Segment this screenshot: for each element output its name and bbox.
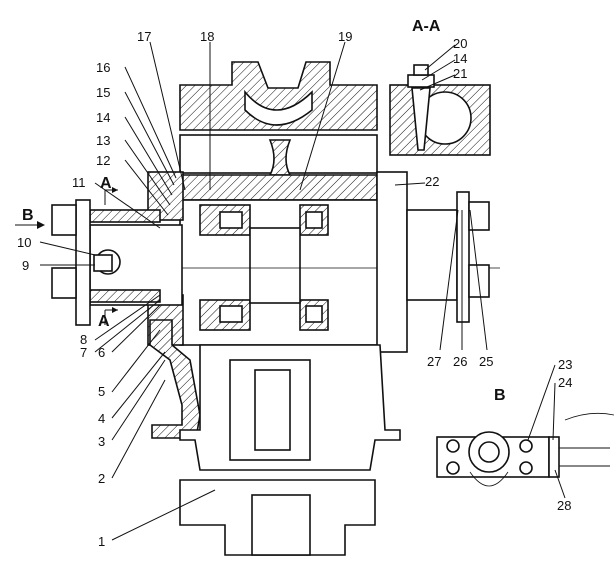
callout-28: 28 xyxy=(557,498,571,513)
section-a-a-title: А-А xyxy=(412,18,441,35)
callout-16: 16 xyxy=(96,60,110,75)
wheel-lower-section xyxy=(179,344,401,556)
callout-26: 26 xyxy=(453,354,467,369)
leader-lines xyxy=(39,41,566,541)
right-axle xyxy=(376,171,490,353)
callout-1: 1 xyxy=(98,534,105,549)
callout-7: 7 xyxy=(80,345,87,360)
callout-8: 8 xyxy=(80,332,87,347)
section-a-a-view xyxy=(389,64,491,156)
section-arrows xyxy=(15,187,118,325)
bearing-assembly xyxy=(179,199,500,346)
callout-22: 22 xyxy=(425,174,439,189)
callout-24: 24 xyxy=(558,375,572,390)
callout-21: 21 xyxy=(453,66,467,81)
callout-27: 27 xyxy=(427,354,441,369)
lower-bracket xyxy=(149,319,201,439)
callout-14: 14 xyxy=(96,110,110,125)
callout-17: 17 xyxy=(137,29,151,44)
callout-4: 4 xyxy=(98,411,105,426)
callout-20: 20 xyxy=(453,36,467,51)
section-arrow-a-top-label: А xyxy=(100,175,112,192)
view-b-title: В xyxy=(494,387,506,404)
callout-9: 9 xyxy=(22,258,29,273)
callout-labels: 1 2 3 4 5 6 7 8 9 10 11 12 13 14 15 16 1… xyxy=(17,29,572,549)
callout-3: 3 xyxy=(98,434,105,449)
callout-10: 10 xyxy=(17,235,31,250)
callout-18: 18 xyxy=(200,29,214,44)
callout-2: 2 xyxy=(98,471,105,486)
callout-15: 15 xyxy=(96,85,110,100)
left-axle xyxy=(51,171,184,346)
callout-23: 23 xyxy=(558,357,572,372)
view-arrow-b-label: В xyxy=(22,207,34,224)
view-b xyxy=(436,412,614,487)
callout-19: 19 xyxy=(338,29,352,44)
callout-14-section: 14 xyxy=(453,51,467,66)
callout-13: 13 xyxy=(96,133,110,148)
callout-6: 6 xyxy=(98,345,105,360)
callout-5: 5 xyxy=(98,384,105,399)
callout-12: 12 xyxy=(96,153,110,168)
callout-11: 11 xyxy=(72,175,86,190)
section-arrow-a-bottom-label: А xyxy=(98,313,110,330)
callout-25: 25 xyxy=(479,354,493,369)
wheel-upper-section xyxy=(179,61,378,201)
